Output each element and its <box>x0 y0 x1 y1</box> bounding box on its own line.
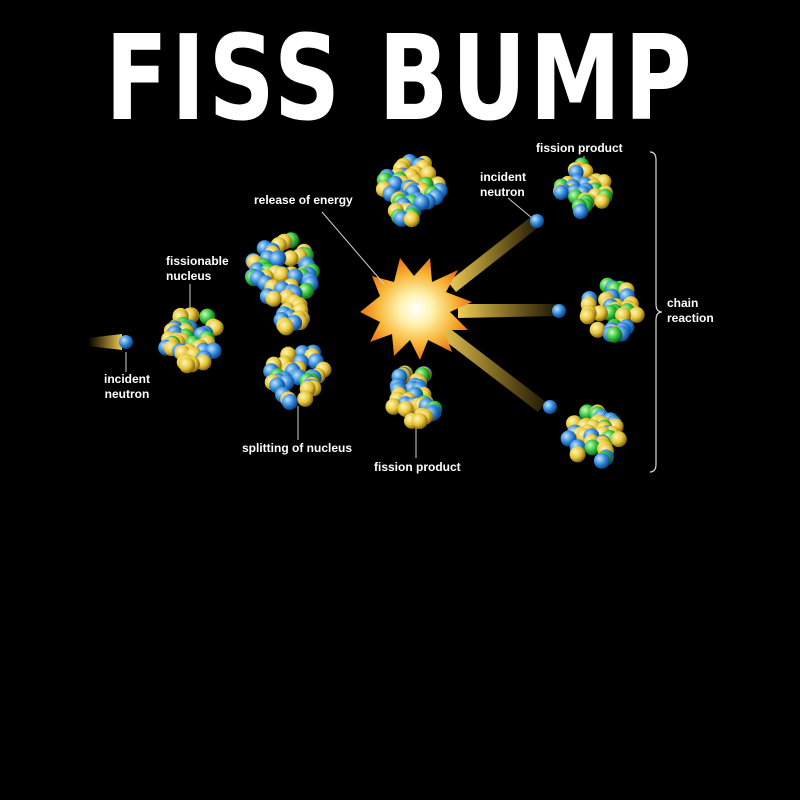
nucleon <box>610 431 627 448</box>
energy-burst <box>360 258 472 360</box>
fission-product-upper <box>375 154 448 228</box>
incident-neutron-left <box>119 335 133 349</box>
label-incident-neutron-right: incident neutron <box>480 170 527 199</box>
fission-product-lower <box>385 365 443 429</box>
nucleon <box>179 357 196 374</box>
splitting-nucleus-top <box>244 232 320 307</box>
label-fission-product-top: fission product <box>536 141 623 155</box>
nucleon <box>589 321 606 338</box>
nucleon <box>397 401 414 417</box>
released-neutron-upper <box>530 214 544 228</box>
nucleon <box>553 184 569 200</box>
nucleon <box>297 390 314 407</box>
nucleon <box>628 306 645 323</box>
nucleon <box>281 394 298 410</box>
nucleon <box>573 204 588 220</box>
nucleon <box>411 413 428 429</box>
label-incident-neutron-left: incident neutron <box>103 372 150 401</box>
leader-release-energy <box>321 211 385 285</box>
released-neutron-middle <box>552 304 566 318</box>
neutron-trail-left <box>88 334 122 350</box>
fissionable-nucleus-cluster <box>158 307 224 374</box>
nucleon <box>593 452 610 469</box>
nucleon <box>569 446 586 463</box>
fission-product-top-right <box>553 157 613 220</box>
nucleon <box>594 193 610 209</box>
nucleon <box>273 266 290 283</box>
splitting-nucleus-bottom <box>263 344 332 410</box>
nucleon <box>282 250 299 267</box>
released-neutron-lower <box>543 400 557 414</box>
nucleon <box>265 290 282 307</box>
nucleon <box>403 211 420 228</box>
leader-incident-neutron-right <box>507 197 533 219</box>
page-title: FISS BUMP <box>105 9 695 147</box>
nucleon <box>385 398 402 415</box>
nucleon <box>278 319 295 336</box>
chain-nucleus-lower <box>560 404 627 469</box>
label-chain-reaction: chain reaction <box>667 296 714 325</box>
splitting-nucleus-neck <box>273 294 310 336</box>
chain-nucleus-middle <box>579 277 645 343</box>
nucleon <box>579 308 596 325</box>
label-fissionable-nucleus: fissionable nucleus <box>166 254 229 283</box>
label-splitting-of-nucleus: splitting of nucleus <box>242 441 352 455</box>
label-release-of-energy: release of energy <box>254 193 353 207</box>
nucleon <box>606 326 623 343</box>
nucleon <box>584 439 601 456</box>
neutron-trail-lower <box>436 324 546 412</box>
neutron-trail-middle <box>458 304 556 318</box>
neutron-trail-upper <box>448 216 540 292</box>
label-fission-product-bottom: fission product <box>374 460 461 474</box>
chain-reaction-bracket <box>649 151 663 473</box>
nucleon <box>269 251 286 268</box>
nucleon <box>591 305 608 322</box>
